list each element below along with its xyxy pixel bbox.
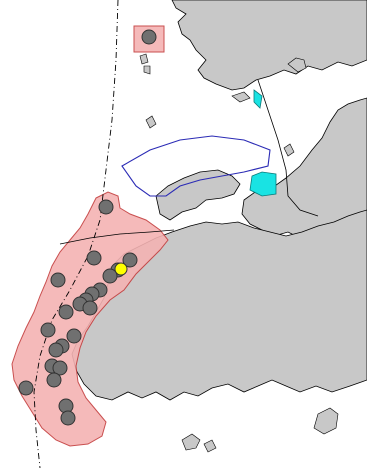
highlighted-site-marker[interactable] [114,262,128,276]
islet-se-1 [313,407,339,435]
bridge-route-2 [59,229,175,245]
site-marker[interactable] [52,360,68,376]
site-marker[interactable] [40,322,56,338]
cyan-strip [253,89,263,109]
site-marker[interactable] [86,250,102,266]
site-marker[interactable] [18,380,34,396]
islet-north-2 [143,65,151,75]
islet-center-2 [283,143,295,157]
islet-se-3 [203,439,217,453]
islet-north-1 [139,53,149,65]
site-marker[interactable] [48,342,64,358]
land-northeast [171,0,367,91]
boundary-line [33,0,119,468]
site-markers[interactable] [18,29,157,426]
reclamation-outline [121,135,271,197]
site-marker[interactable] [66,328,82,344]
site-marker[interactable] [122,252,138,268]
site-marker[interactable] [50,272,66,288]
site-marker[interactable] [141,29,157,45]
islet-ne-2 [231,91,251,103]
islet-center-1 [145,115,157,129]
site-marker[interactable] [58,304,74,320]
site-marker[interactable] [60,410,76,426]
site-marker[interactable] [46,372,62,388]
islet-ne-1 [287,57,307,73]
land-peninsula [155,169,241,221]
islet-se-2 [181,433,201,451]
site-marker[interactable] [102,268,118,284]
cyan-development-area[interactable] [249,171,277,197]
site-marker[interactable] [98,199,114,215]
bridge-route-1 [257,79,319,217]
site-marker[interactable] [82,300,98,316]
